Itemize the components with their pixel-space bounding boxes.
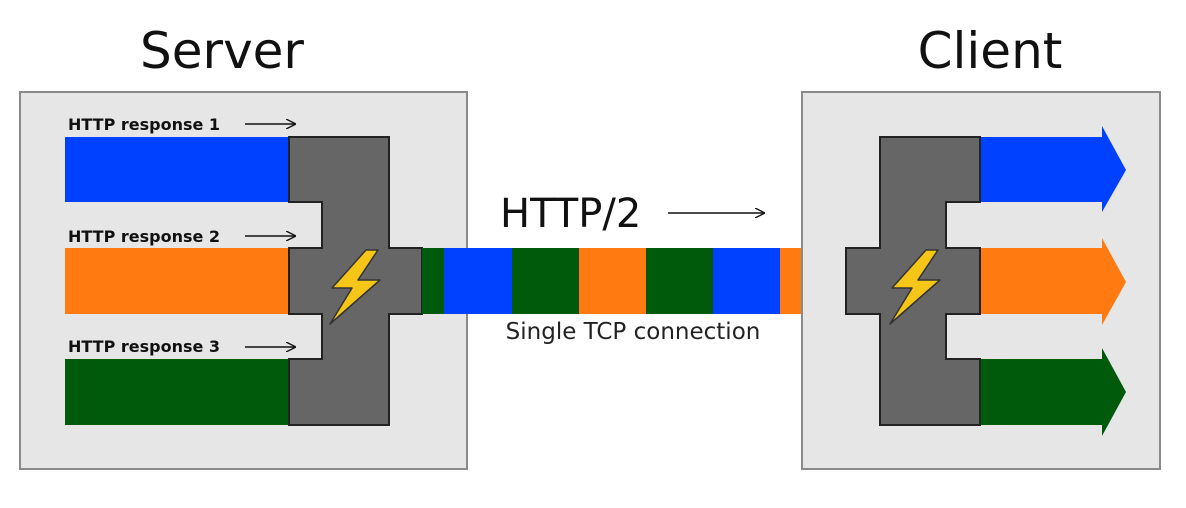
server-response-bar-3 (65, 359, 295, 425)
svg-text:HTTP response 1: HTTP response 1 (68, 115, 220, 134)
client-output-arrow-green (980, 348, 1126, 436)
lightning-bolt-icon (329, 249, 381, 325)
server-response-label-1: HTTP response 1 (68, 115, 295, 134)
server-title: Server (140, 22, 304, 80)
tcp-segment (579, 248, 646, 314)
protocol-label: HTTP/2 (500, 191, 641, 237)
tcp-segment (713, 248, 780, 314)
server-response-label-3: HTTP response 3 (68, 337, 295, 356)
lightning-bolt-icon (889, 249, 941, 325)
server-response-bar-2 (65, 248, 295, 314)
client-output-arrow-orange (980, 238, 1126, 325)
client-output-arrow-blue (980, 126, 1126, 212)
svg-text:HTTP response 3: HTTP response 3 (68, 337, 220, 356)
tcp-segment (646, 248, 713, 314)
server-response-label-2: HTTP response 2 (68, 227, 295, 246)
server-response-bar-1 (65, 137, 295, 202)
tcp-segment (512, 248, 579, 314)
client-title: Client (918, 22, 1063, 80)
tcp-segment (444, 248, 512, 314)
tcp-connection (422, 248, 847, 314)
svg-text:HTTP response 2: HTTP response 2 (68, 227, 220, 246)
tcp-segment (422, 248, 444, 314)
connection-caption: Single TCP connection (506, 319, 761, 345)
